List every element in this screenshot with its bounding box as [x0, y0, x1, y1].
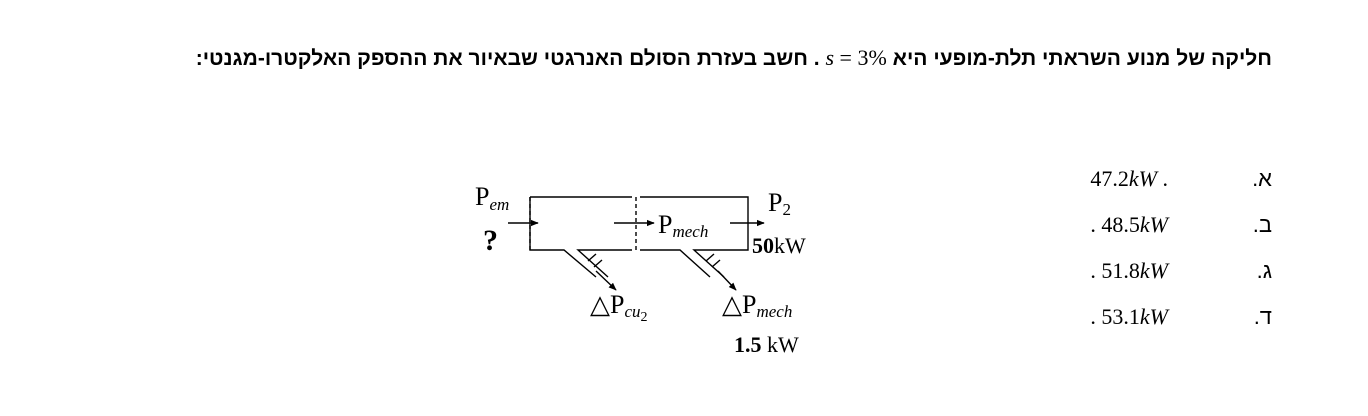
- option-a[interactable]: א. 47.2kW .: [1052, 160, 1272, 206]
- slip-value: 3%: [857, 45, 887, 70]
- pmech-label: Pmech: [658, 210, 708, 241]
- rotor-box: [640, 196, 749, 278]
- question-instruction: . חשב בעזרת הסולם האנרגטי שבאיור את ההספ…: [195, 47, 820, 70]
- mech-loss-arrow: [717, 270, 737, 291]
- option-value: 47.2kW .: [1090, 166, 1168, 191]
- p2-label: P2: [768, 188, 791, 219]
- option-letter: ד.: [1253, 304, 1272, 329]
- option-d[interactable]: ד. . 53.1kW: [1052, 298, 1272, 344]
- slip-formula: s = 3%: [825, 45, 886, 70]
- option-value: . 53.1kW: [1090, 304, 1168, 329]
- cu-loss-label: △Pcu2: [590, 290, 648, 325]
- cu-loss-arrow: [595, 270, 617, 291]
- loss-tick-1: [587, 253, 603, 268]
- mech-loss-label: △Pmech: [722, 290, 792, 321]
- option-letter: ג.: [1256, 258, 1272, 283]
- question-text: חליקה של מנוע השראתי תלת-מופעי היא s = 3…: [192, 34, 1272, 83]
- option-c[interactable]: ג. . 51.8kW: [1052, 252, 1272, 298]
- slip-variable: s: [825, 45, 835, 70]
- p2-value: 50kW: [752, 233, 806, 258]
- option-value: . 51.8kW: [1090, 258, 1168, 283]
- mech-loss-value: 1.5 kW: [734, 332, 799, 357]
- pem-unknown: ?: [483, 224, 498, 257]
- option-letter: ב.: [1252, 212, 1272, 237]
- answer-options: א. 47.2kW . ב. . 48.5kW ג. . 51.8kW ד. .…: [1052, 160, 1272, 344]
- power-flow-diagram: Pem ? Pmech P2 50kW △Pcu2 △Pmech 1.5 kW: [475, 182, 806, 357]
- pem-label: Pem: [475, 182, 509, 214]
- stator-box: [529, 196, 632, 278]
- option-value: . 48.5kW: [1090, 212, 1168, 237]
- slip-equals: =: [834, 45, 858, 70]
- option-letter: א.: [1252, 166, 1272, 191]
- question-intro: חליקה של מנוע השראתי תלת-מופעי היא: [892, 47, 1272, 70]
- loss-tick-2: [705, 253, 721, 268]
- option-b[interactable]: ב. . 48.5kW: [1052, 206, 1272, 252]
